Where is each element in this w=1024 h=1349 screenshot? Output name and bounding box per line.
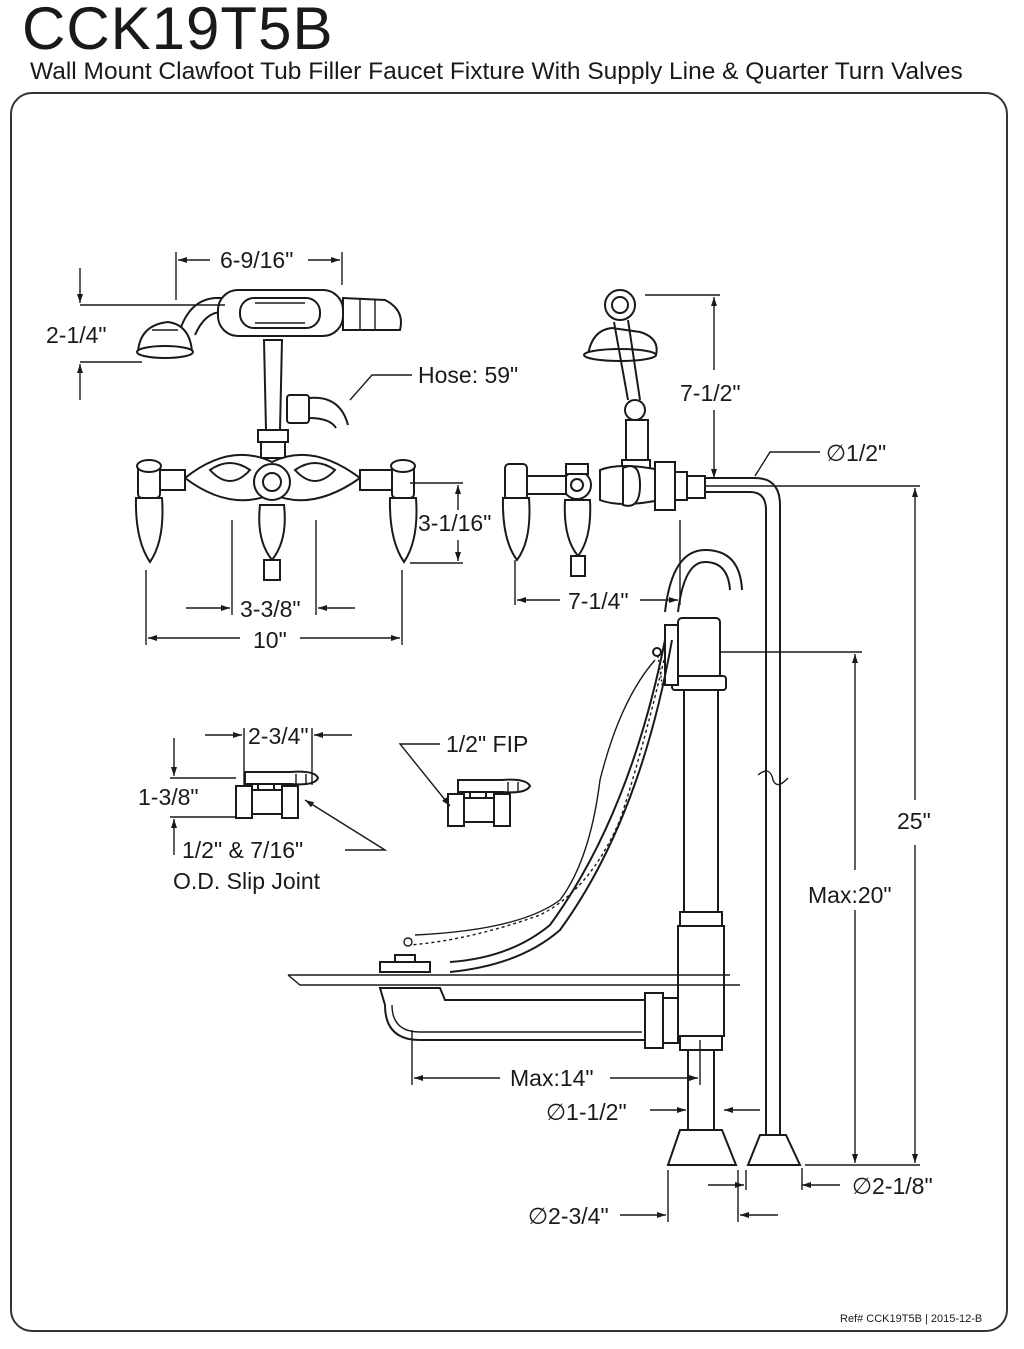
label-drain-length: Max:14" [510, 1065, 594, 1091]
drawing-frame [10, 92, 1008, 1332]
model-number: CCK19T5B [22, 0, 334, 62]
front-view-dimensions [77, 252, 463, 645]
side-view-dimensions [514, 294, 820, 605]
label-base-diameter: ∅2-3/4" [528, 1203, 609, 1229]
label-projection: 7-1/4" [568, 588, 629, 614]
label-handshower-rise: 7-1/2" [680, 380, 741, 406]
quarter-turn-valve-fip [447, 778, 532, 827]
label-slip-joint-size: 1/2" & 7/16" [182, 837, 303, 863]
label-valve-height: 1-3/8" [138, 784, 199, 810]
label-drain-diameter: ∅1-1/2" [546, 1099, 627, 1125]
label-valve-fip: 1/2" FIP [446, 731, 528, 757]
label-handle-height: 3-1/16" [418, 510, 491, 536]
quarter-turn-valve-slip-joint [235, 770, 320, 819]
drain-dimensions [411, 485, 920, 1222]
side-view-faucet [501, 289, 706, 577]
label-supply-base-diameter: ∅2-1/8" [852, 1173, 933, 1199]
label-hose-length: Hose: 59" [418, 362, 518, 388]
front-view-faucet [134, 289, 418, 581]
label-valve-width: 2-3/4" [248, 723, 309, 749]
supply-and-drain [287, 477, 802, 1166]
valve-dimensions [170, 728, 451, 855]
label-max-height: Max:20" [808, 882, 892, 908]
reference-footer: Ref# CCK19T5B | 2015-12-B [840, 1313, 982, 1325]
product-description: Wall Mount Clawfoot Tub Filler Faucet Fi… [30, 58, 963, 85]
label-center-spacing: 3-3/8" [240, 596, 301, 622]
label-handshower-height: 2-1/4" [46, 322, 107, 348]
label-slip-joint-type: O.D. Slip Joint [173, 868, 321, 894]
label-supply-diameter: ∅1/2" [826, 440, 886, 466]
label-overall-width: 10" [253, 627, 287, 653]
label-overall-height: 25" [897, 808, 931, 834]
label-handshower-width: 6-9/16" [220, 247, 293, 273]
